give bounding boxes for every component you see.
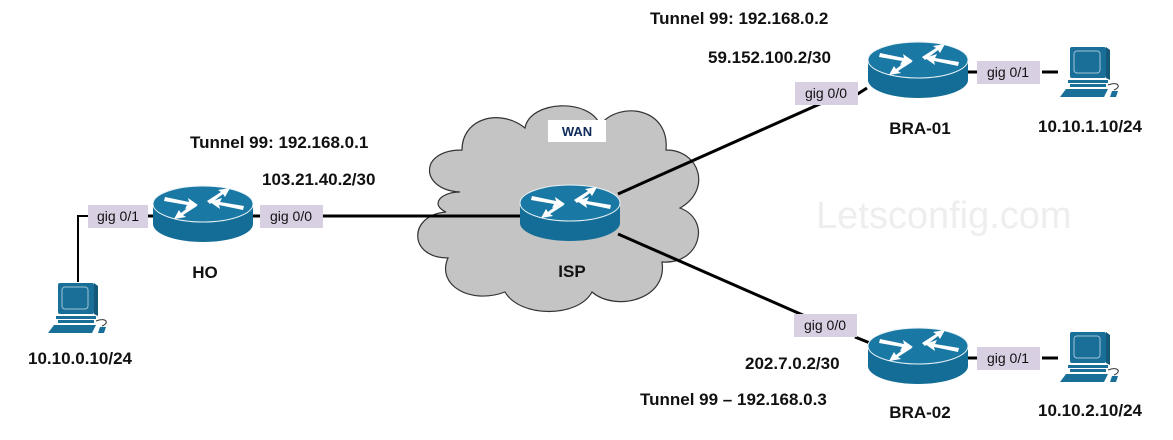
bra02-port-gig01-bg [977,347,1040,370]
router-bra01-name: BRA-01 [889,119,950,138]
pc-bra02-ip: 10.10.2.10/24 [1038,401,1143,420]
router-ho[interactable] [152,185,254,243]
bra01-tunnel-ip: Tunnel 99: 192.168.0.2 [650,9,828,28]
computer-icon [1059,46,1119,98]
router-icon [867,327,969,385]
pc-bra01[interactable] [1059,46,1119,98]
wan-label-box [548,120,606,142]
ho-tunnel-ip: Tunnel 99: 192.168.0.1 [190,133,368,152]
pc-bra01-ip: 10.10.1.10/24 [1038,117,1143,136]
bra02-port-gig00: gig 0/0 [804,317,846,333]
computer-icon [47,282,107,334]
watermark-text: Letsconfig.com [816,195,1072,237]
bra02-port-gig01: gig 0/1 [987,350,1029,366]
computer-icon [1059,331,1119,383]
router-ho-name: HO [192,263,218,282]
router-bra01[interactable] [867,41,969,99]
wan-label: WAN [562,124,592,139]
router-isp-name: ISP [558,262,585,281]
pc-ho[interactable] [47,282,107,334]
router-bra02-name: BRA-02 [889,403,950,422]
pc-bra02[interactable] [1059,331,1119,383]
bra01-wan-ip: 59.152.100.2/30 [708,48,831,67]
router-icon [519,184,621,242]
link-isp-bra02 [617,232,806,318]
ho-port-gig00-bg [260,205,323,228]
router-isp[interactable] [519,184,621,242]
ho-port-gig01-bg [88,205,148,228]
bra01-port-gig00: gig 0/0 [805,85,847,101]
link-bra02-gig00-stub [854,335,871,345]
bra02-tunnel-ip: Tunnel 99 – 192.168.0.3 [640,390,827,409]
router-icon [867,41,969,99]
ho-wan-ip: 103.21.40.2/30 [262,170,375,189]
link-isp-bra01 [617,101,823,196]
bra01-port-gig01: gig 0/1 [987,64,1029,80]
bra02-port-gig00-bg [794,314,857,337]
pc-ho-ip: 10.10.0.10/24 [28,349,133,368]
ho-port-gig00: gig 0/0 [270,208,312,224]
router-bra02[interactable] [867,327,969,385]
bra02-wan-ip: 202.7.0.2/30 [745,354,840,373]
bra01-port-gig00-bg [795,82,858,105]
ho-port-gig01: gig 0/1 [97,208,139,224]
link-ho-pc [77,215,90,282]
bra01-port-gig01-bg [977,61,1040,84]
router-icon [152,185,254,243]
